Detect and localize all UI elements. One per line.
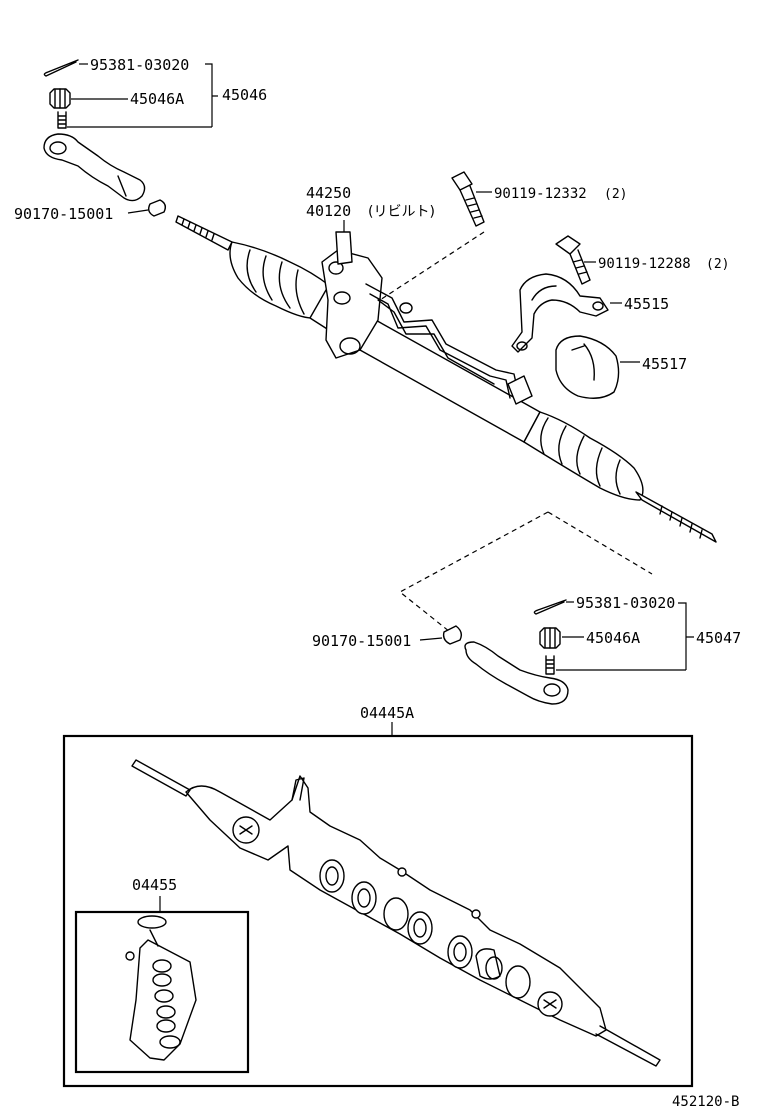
small-ring-2 — [471, 909, 481, 919]
pinion-shaft — [335, 231, 353, 265]
seal-kit-box — [74, 896, 250, 1074]
fluid-lines — [365, 283, 519, 399]
oil-seal-4 — [447, 935, 473, 969]
dashed-leader-right — [398, 511, 653, 633]
valve-housing — [321, 249, 383, 359]
tie-rod-right — [635, 491, 717, 543]
label-seal-kit: 04455 — [132, 876, 177, 894]
bushing — [555, 335, 620, 399]
cotter-pin-left — [43, 59, 79, 77]
oil-seal-1 — [319, 859, 345, 893]
bolt-right — [555, 235, 581, 255]
label-bolt-upper-qty: (2) — [604, 187, 627, 202]
o-ring-1 — [383, 897, 409, 931]
label-boot-ref: 44250 — [306, 184, 351, 202]
label-bushing: 45517 — [642, 355, 687, 373]
tie-rod-end-right — [464, 641, 569, 705]
bracket-group — [511, 235, 640, 399]
label-tie-rod-end-left-assy: 45046 — [222, 86, 267, 104]
label-bracket: 45515 — [624, 295, 669, 313]
clip-right — [442, 625, 463, 645]
label-gear-assy-note: (リビルト) — [368, 204, 435, 220]
o-ring-2 — [505, 965, 531, 999]
tie-rod-end-right-assembly — [419, 599, 694, 705]
label-bolt-upper: 90119-12332 — [494, 186, 587, 202]
gasket-kit-box — [62, 722, 694, 1088]
label-nut-top: 45046A — [130, 90, 184, 108]
seal-ring-top — [137, 915, 167, 929]
cotter-pin-right — [533, 599, 567, 615]
label-bolt-right-qty: (2) — [706, 257, 729, 272]
bolt-upper-group — [379, 171, 492, 301]
label-clip-left: 90170-15001 — [14, 205, 113, 223]
steering-rack-assembly — [175, 215, 717, 543]
label-nut-right: 45046A — [586, 629, 640, 647]
label-clip-right: 90170-15001 — [312, 632, 411, 650]
label-gear-assy: 40120 — [306, 202, 351, 220]
label-figure-id: 452120-B — [672, 1094, 739, 1110]
small-ring-1 — [397, 867, 407, 877]
label-bolt-right: 90119-12288 — [598, 256, 691, 272]
tie-rod-left — [175, 215, 233, 251]
boot-right — [523, 411, 644, 501]
bolt-upper — [451, 171, 473, 191]
label-cotter-pin-top: 95381-03020 — [90, 56, 189, 74]
oil-seal-2 — [351, 881, 377, 915]
oil-seal-3 — [407, 911, 433, 945]
label-tie-rod-end-right-assy: 45047 — [696, 629, 741, 647]
label-cotter-pin-right: 95381-03020 — [576, 594, 675, 612]
tie-rod-end-left-assembly — [43, 59, 218, 217]
clip-left — [147, 199, 167, 217]
label-gasket-kit: 04445A — [360, 704, 414, 722]
tie-rod-end-left — [43, 133, 146, 202]
